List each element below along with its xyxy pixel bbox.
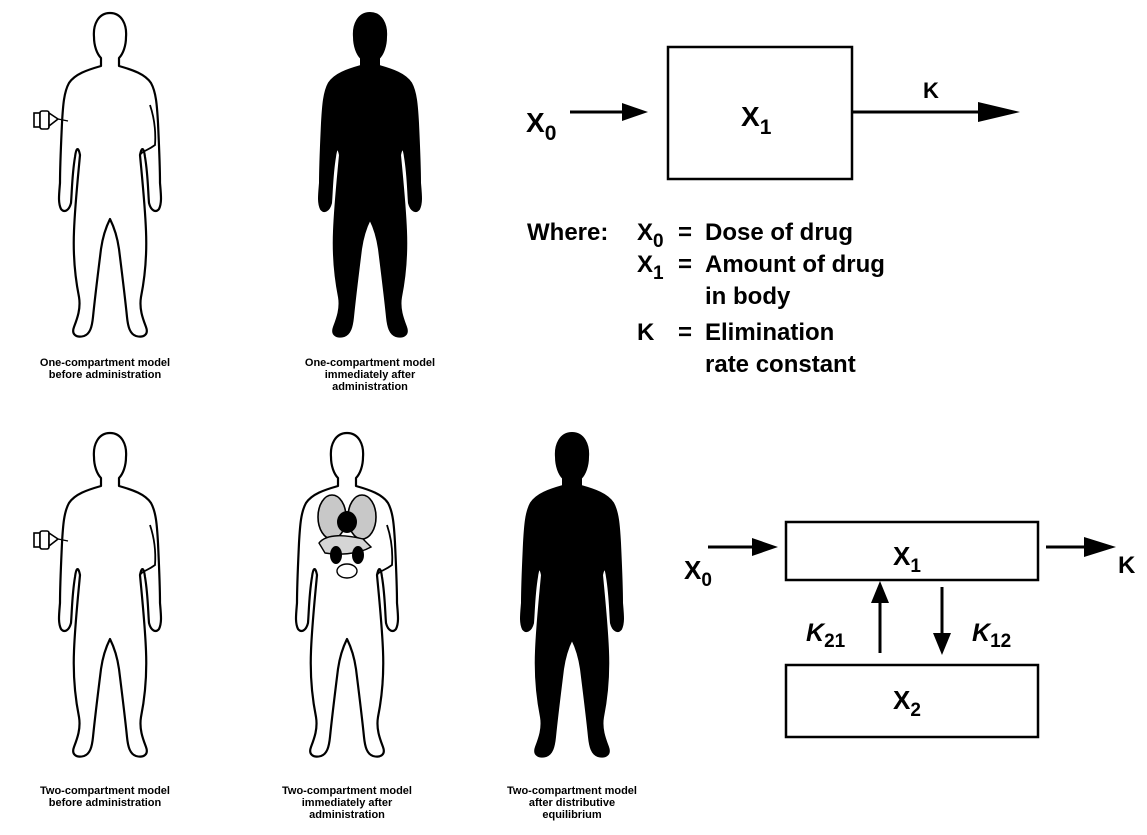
caption-two-compartment-equilibrium: Two-compartment model after distributive…: [467, 785, 677, 821]
human-figure: [59, 13, 161, 337]
figure-two-compartment-immediately-after: [267, 425, 427, 770]
k12-arrow-head: [933, 633, 951, 655]
human-figure: [296, 433, 398, 757]
symbol-legend: Where: X0 = Dose of drug X1 = Amount of …: [525, 212, 945, 387]
k21-arrow-head: [871, 581, 889, 603]
two-compartment-diagram: X0 X1 K K21 K12 X2: [680, 515, 1140, 745]
figure-one-compartment-before: [30, 5, 190, 350]
legend-definition: in body: [705, 283, 791, 310]
legend-equals: =: [678, 319, 692, 346]
legend-definition: Dose of drug: [705, 219, 853, 246]
human-figure: [319, 13, 421, 337]
figure-two-compartment-equilibrium: [492, 425, 652, 770]
elimination-arrow-head: [1084, 537, 1116, 557]
k12-label: K12: [972, 619, 1011, 652]
caption-two-compartment-immediately-after: Two-compartment model immediately after …: [242, 785, 452, 821]
input-arrow-head: [622, 103, 648, 121]
legend-symbol-k: K: [637, 319, 655, 346]
caption-two-compartment-before: Two-compartment model before administrat…: [5, 785, 205, 809]
input-symbol: X0: [526, 107, 556, 145]
elimination-label: K: [1118, 552, 1136, 579]
figure-two-compartment-before: [30, 425, 190, 770]
caption-one-compartment-after: One-compartment model immediately after …: [265, 357, 475, 393]
human-figure: [59, 433, 161, 757]
figure-one-compartment-after: [290, 5, 450, 350]
legend-definition: Amount of drug: [705, 251, 885, 278]
legend-symbol-x0: X0: [637, 219, 664, 252]
k21-label: K21: [806, 619, 846, 652]
kidney-icon: [352, 546, 364, 564]
elimination-arrow-head: [978, 102, 1020, 122]
elimination-label: K: [923, 78, 939, 103]
legend-definition: Elimination: [705, 319, 834, 346]
kidney-icon: [330, 546, 342, 564]
heart-icon: [337, 511, 357, 533]
bladder-icon: [337, 564, 357, 578]
compartment-box: [668, 47, 852, 179]
legend-heading: Where:: [527, 219, 608, 246]
legend-symbol-x1: X1: [637, 251, 664, 284]
human-figure: [521, 433, 623, 757]
legend-equals: =: [678, 219, 692, 246]
input-symbol: X0: [684, 555, 712, 591]
legend-definition: rate constant: [705, 351, 856, 378]
input-arrow-head: [752, 538, 778, 556]
one-compartment-diagram: X0 X1 K: [510, 40, 1040, 190]
caption-one-compartment-before: One-compartment model before administrat…: [5, 357, 205, 381]
legend-equals: =: [678, 251, 692, 278]
